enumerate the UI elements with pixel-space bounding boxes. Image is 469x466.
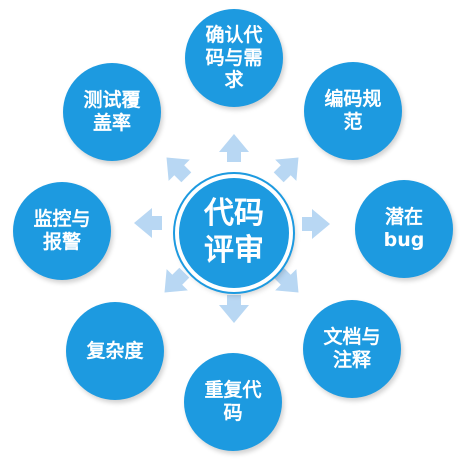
arrow-up-left-icon bbox=[155, 146, 197, 188]
node-duplicate-code-label: 重复代 码 bbox=[204, 379, 262, 424]
node-requirements-check-label: 确认代 码与需 求 bbox=[205, 23, 263, 92]
node-docs-and-comments: 文档与 注释 bbox=[303, 300, 401, 398]
arrow-right-icon bbox=[302, 209, 330, 239]
center-node-code-review: 代码 评审 bbox=[175, 174, 293, 292]
node-requirements-check: 确认代 码与需 求 bbox=[185, 9, 283, 107]
node-potential-bugs-label: 潜在 bug bbox=[383, 206, 425, 251]
arrow-down-icon bbox=[219, 295, 249, 323]
arrow-up-right-icon bbox=[268, 146, 310, 188]
node-test-coverage-label: 测试覆 盖率 bbox=[83, 89, 141, 134]
arrow-up-icon bbox=[219, 134, 249, 162]
node-test-coverage: 测试覆 盖率 bbox=[63, 63, 161, 161]
node-potential-bugs: 潜在 bug bbox=[355, 180, 453, 278]
node-monitoring-alerts-label: 监控与 报警 bbox=[33, 208, 91, 253]
node-duplicate-code: 重复代 码 bbox=[184, 353, 282, 451]
center-node-label: 代码 评审 bbox=[204, 196, 264, 268]
node-complexity: 复杂度 bbox=[66, 302, 164, 400]
node-complexity-label: 复杂度 bbox=[86, 339, 144, 362]
arrow-left-icon bbox=[134, 208, 162, 238]
node-coding-standards-label: 编码规 范 bbox=[324, 88, 382, 133]
node-coding-standards: 编码规 范 bbox=[304, 62, 402, 160]
node-monitoring-alerts: 监控与 报警 bbox=[13, 182, 111, 280]
node-docs-and-comments-label: 文档与 注释 bbox=[323, 326, 381, 371]
